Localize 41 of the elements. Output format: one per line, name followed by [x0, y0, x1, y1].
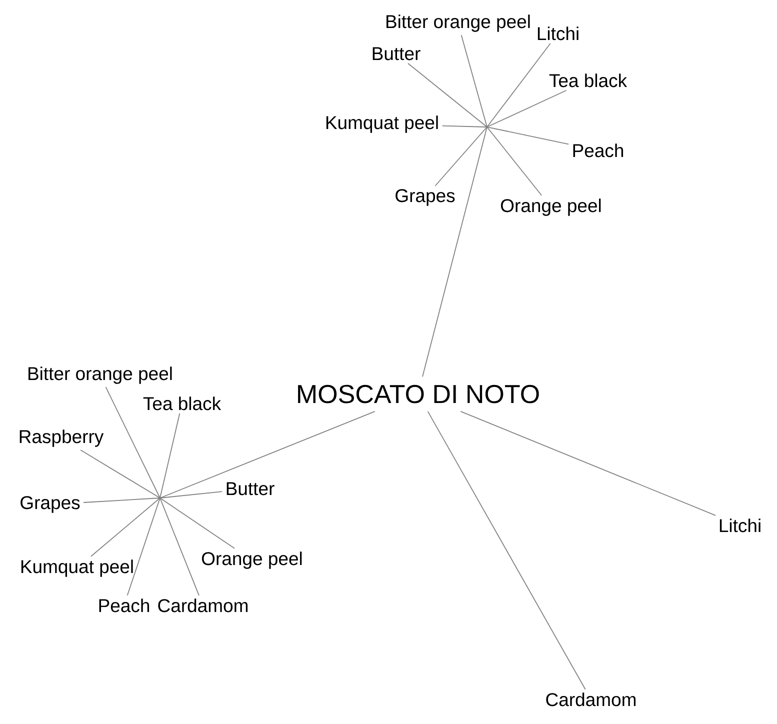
branch-line	[486, 90, 567, 128]
leaf-label: Kumquat peel	[326, 116, 438, 133]
branch-line	[83, 498, 160, 503]
leaf-label: Butter	[226, 482, 274, 496]
leaf-label: Kumquat peel	[21, 560, 133, 577]
leaf-label: Litchi	[538, 26, 578, 40]
leaf-label: Orange peel	[500, 198, 601, 216]
leaf-label: Cardamom	[546, 692, 636, 706]
leaf-label: Butter	[372, 47, 420, 60]
trunk-line	[160, 411, 376, 498]
leaf-label: Litchi	[720, 518, 760, 532]
leaf-label: Cardamom	[158, 598, 248, 612]
leaf-label: Bitter orange peel	[28, 366, 172, 384]
branch-line	[427, 411, 586, 690]
leaf-label: Tea black	[549, 74, 628, 88]
trunk-line	[422, 126, 488, 378]
leaf-label: Orange peel	[202, 552, 302, 569]
leaf-label: Grapes	[396, 189, 455, 206]
branch-line	[486, 126, 570, 145]
leaf-label: Peach	[573, 144, 624, 158]
leaf-label: Grapes	[20, 496, 80, 513]
branch-line	[90, 498, 160, 557]
branch-line	[126, 498, 160, 596]
leaf-label: Peach	[99, 598, 150, 612]
leaf-label: Bitter orange peel	[386, 14, 530, 32]
branch-line	[460, 34, 488, 128]
root-label: MOSCATO DI NOTO	[298, 384, 539, 404]
branch-line	[160, 498, 200, 596]
branch-line	[486, 42, 551, 128]
branch-line	[160, 412, 180, 498]
branch-line	[105, 386, 160, 498]
leaf-label: Tea black	[143, 396, 222, 410]
branch-line	[434, 126, 488, 186]
leaf-label: Raspberry	[20, 430, 104, 447]
branch-line	[160, 491, 223, 498]
branch-line	[486, 126, 542, 196]
branch-line	[408, 62, 488, 128]
branch-line	[460, 411, 716, 516]
branch-line	[160, 498, 235, 549]
branch-line	[80, 450, 160, 498]
branch-line	[442, 125, 488, 128]
